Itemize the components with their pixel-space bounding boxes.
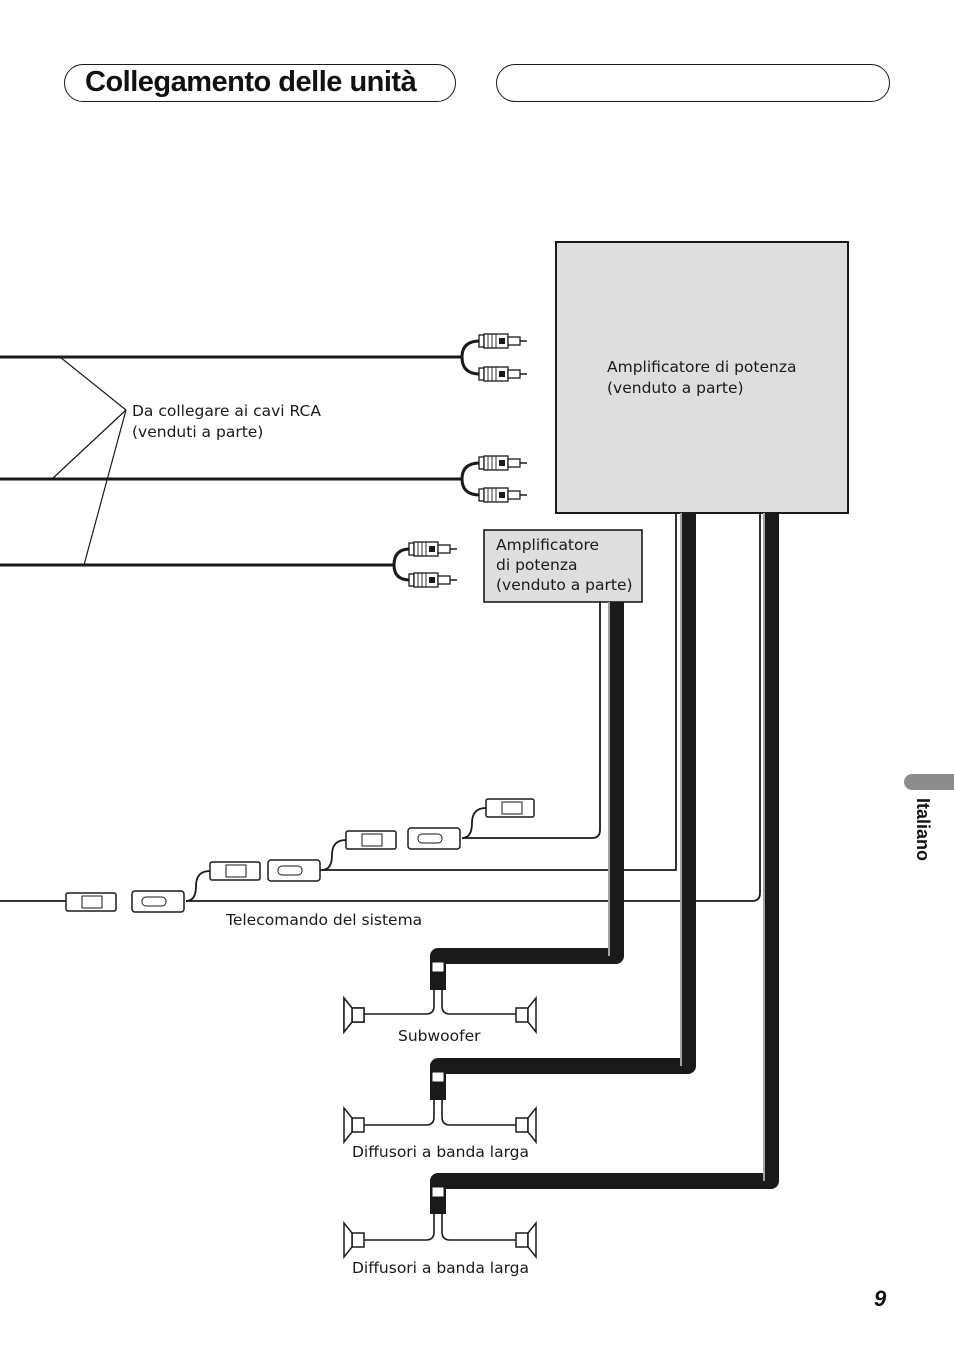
speaker-icon	[515, 1107, 537, 1143]
amplifier-small-box	[483, 529, 643, 603]
rca-note-line2: (venduti a parte)	[132, 423, 263, 441]
rca-plug-icon	[478, 455, 528, 471]
speaker-label-3: Diffusori a banda larga	[352, 1259, 529, 1277]
speaker-label-2: Diffusori a banda larga	[352, 1143, 529, 1161]
amplifier-main-box	[555, 241, 849, 514]
rca-plug-icon	[478, 366, 528, 382]
remote-connector-icon	[65, 890, 185, 913]
page-title: Collegamento delle unità	[85, 66, 417, 98]
remote-connector-icon	[345, 827, 461, 850]
language-tab	[904, 774, 954, 790]
rca-note-line1: Da collegare ai cavi RCA	[132, 402, 321, 420]
page-number: 9	[874, 1286, 887, 1311]
remote-wire-small-amp	[462, 602, 601, 839]
rca-plug-icon	[408, 541, 458, 557]
remote-label: Telecomando del sistema	[225, 911, 422, 929]
rca-plug-icon	[408, 572, 458, 588]
speaker-icon	[515, 1222, 537, 1258]
amp-small-line3: (venduto a parte)	[496, 576, 633, 594]
speaker-icon	[343, 1105, 365, 1145]
speaker-label-1: Subwoofer	[398, 1027, 481, 1045]
amp-small-line2: di potenza	[496, 556, 577, 574]
amp-small-line1: Amplificatore	[496, 536, 599, 554]
remote-connector-icon	[485, 798, 535, 818]
speaker-cable-fullrange-2	[430, 513, 779, 1214]
amp-main-line1: Amplificatore di potenza	[607, 358, 796, 376]
title-frame: Collegamento delle unità	[64, 64, 456, 102]
rca-plug-icon	[478, 333, 528, 349]
speaker-cable-subwoofer	[430, 602, 624, 990]
rca-plug-icon	[478, 487, 528, 503]
amp-main-line2: (venduto a parte)	[607, 379, 744, 397]
header-blank-frame	[496, 64, 890, 102]
language-label: Italiano	[913, 798, 933, 862]
remote-connector-icon	[209, 859, 321, 882]
speaker-icon	[343, 995, 365, 1035]
remote-wire-amp-b	[186, 513, 761, 902]
speaker-icon	[343, 1220, 365, 1260]
remote-wire-amp-a	[320, 513, 677, 871]
speaker-icon	[515, 997, 537, 1033]
speaker-cable-fullrange-1	[430, 513, 696, 1100]
